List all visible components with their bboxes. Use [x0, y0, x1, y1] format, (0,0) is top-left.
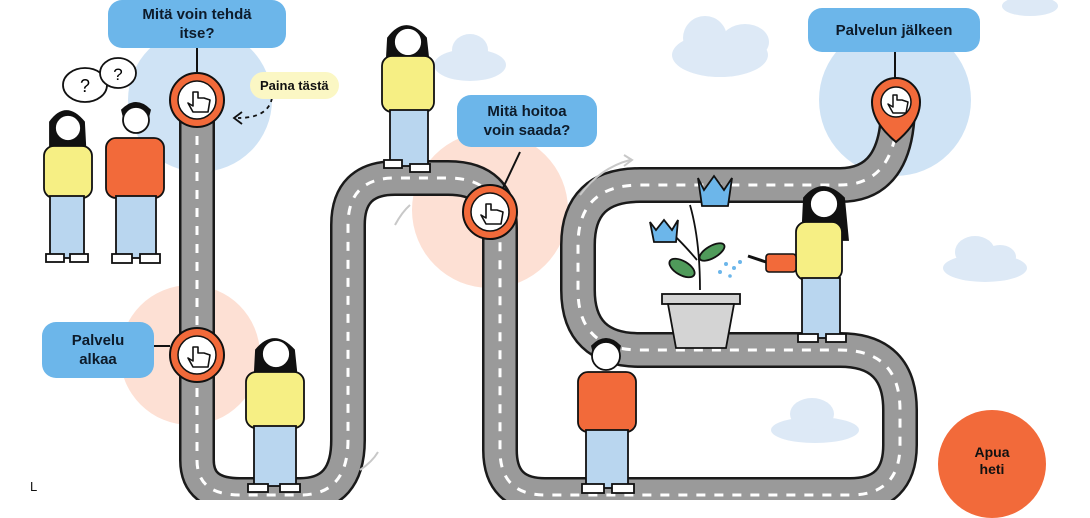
- svg-text:?: ?: [80, 76, 90, 96]
- person-woman-left: [43, 110, 93, 263]
- hand-pointer-icon[interactable]: [169, 327, 225, 383]
- person-man-center: [577, 338, 637, 494]
- flower-pot-icon: [649, 174, 741, 349]
- cloud-icon: [434, 34, 506, 81]
- direction-arrows: [359, 154, 634, 471]
- water-drops: [718, 260, 742, 278]
- svg-text:?: ?: [113, 65, 122, 84]
- cloud-icon: [672, 16, 769, 77]
- corner-letter: L: [30, 479, 38, 494]
- person-woman-watering: [795, 186, 849, 343]
- service-starts-button[interactable]: Palvelu alkaa: [42, 322, 154, 378]
- person-woman-walking-top: [381, 25, 435, 173]
- map-pin-icon[interactable]: [870, 77, 922, 144]
- hint-arrow: [237, 97, 273, 119]
- watering-can-icon: [747, 253, 797, 273]
- cloud-icon: [771, 398, 859, 443]
- connector: [502, 151, 521, 189]
- person-man-left: [105, 102, 165, 264]
- cloud-icon: [943, 236, 1027, 282]
- cloud-icon: [1002, 0, 1058, 16]
- what-care-button[interactable]: Mitä hoitoa voin saada?: [457, 95, 597, 147]
- road: [179, 82, 918, 500]
- press-here-hint[interactable]: Paina tästä: [250, 72, 339, 99]
- hint-arrow-head: [232, 111, 243, 125]
- help-now-label: Apua heti: [974, 444, 1010, 477]
- hand-pointer-icon[interactable]: [462, 184, 518, 240]
- after-service-button[interactable]: Palvelun jälkeen: [808, 8, 980, 52]
- what-can-i-do-button[interactable]: Mitä voin tehdä itse?: [108, 0, 286, 48]
- help-now-button[interactable]: Apua heti: [938, 410, 1046, 518]
- service-path-illustration: ? ?: [43, 0, 1058, 500]
- person-woman-walking-bottom: [245, 338, 305, 493]
- question-mark-bubble-icon: ? ?: [62, 57, 137, 103]
- hand-pointer-icon[interactable]: [169, 72, 225, 128]
